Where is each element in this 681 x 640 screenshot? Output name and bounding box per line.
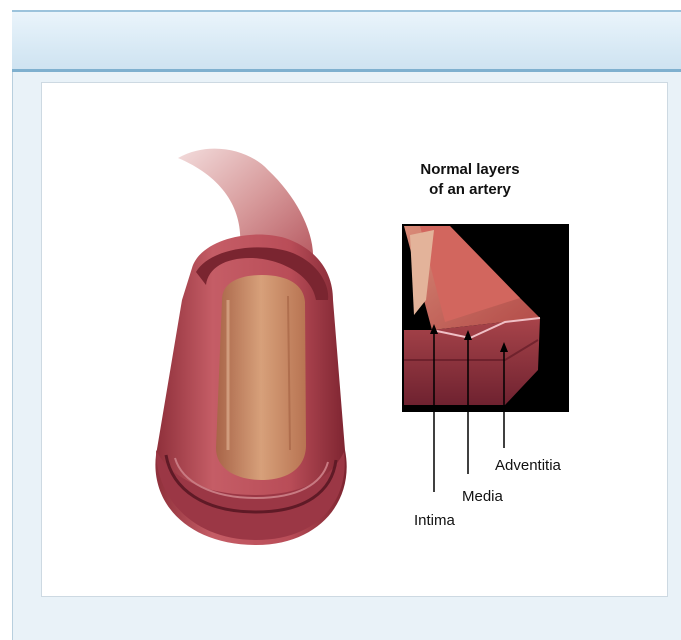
intima-label: Intima xyxy=(414,512,455,529)
caption-line-2: of an artery xyxy=(390,180,550,200)
media-label: Media xyxy=(462,488,503,505)
diagram-caption: Normal layers of an artery xyxy=(390,160,550,200)
adventitia-label: Adventitia xyxy=(495,457,561,474)
caption-line-1: Normal layers xyxy=(390,160,550,180)
